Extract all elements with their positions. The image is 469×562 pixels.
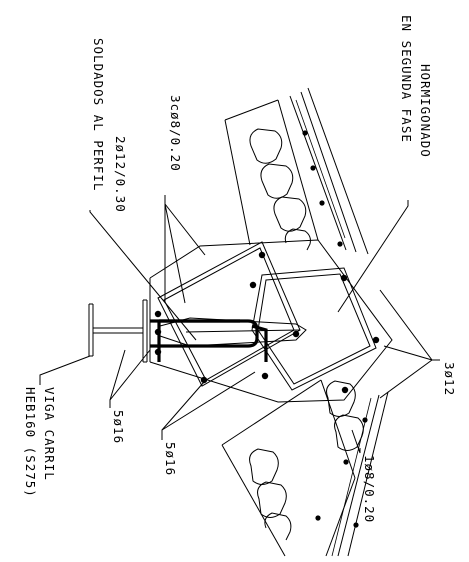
label-cercos: 3cø8/0.20 (168, 95, 183, 172)
text-labels: HORMIGONADO EN SEGUNDA FASE 3cø8/0.20 2ø… (23, 15, 457, 523)
label-hormigonado: HORMIGONADO (418, 64, 433, 158)
heb160-crane-beam (88, 299, 148, 363)
upper-hollow-core-slab (224, 87, 369, 255)
label-1phi8: 1ø8/0.20 (362, 455, 377, 523)
label-viga-carril: VIGA CARRIL (42, 387, 57, 481)
label-heb160: HEB160 (S275) (23, 387, 38, 498)
stirrups (157, 241, 377, 391)
leader-lines (39, 195, 440, 454)
beam-bars (154, 251, 380, 394)
label-barras-soldadas: 2ø12/0.30 (113, 136, 128, 213)
lower-hollow-core-slab (221, 379, 389, 557)
label-3phi12: 3ø12 (442, 362, 457, 396)
label-soldados: SOLDADOS AL PERFIL (91, 38, 106, 191)
label-5phi16-right: 5ø16 (163, 442, 178, 476)
label-5phi16-left: 5ø16 (111, 410, 126, 444)
label-segunda-fase: EN SEGUNDA FASE (399, 15, 414, 143)
